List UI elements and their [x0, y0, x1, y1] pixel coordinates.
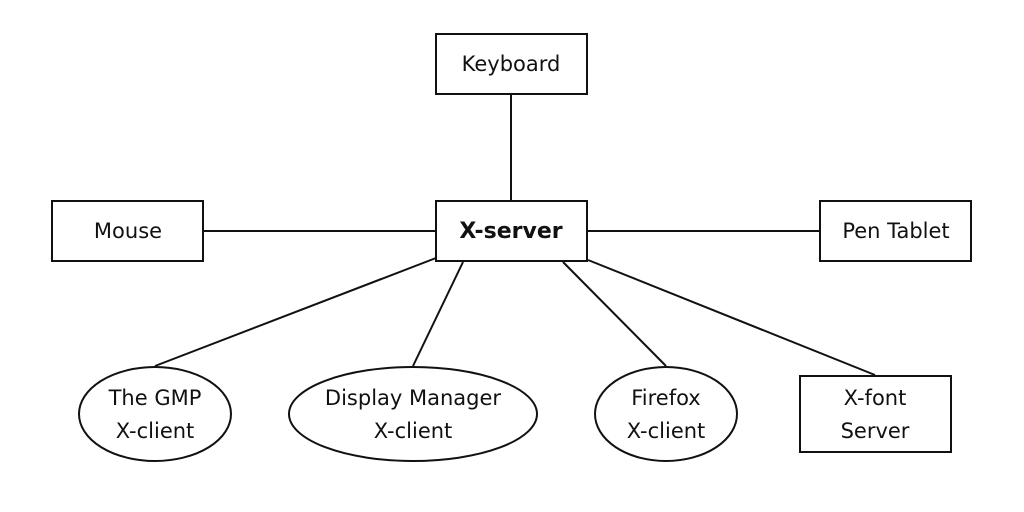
keyboard-node: Keyboard: [435, 33, 588, 95]
pen-tablet-node: Pen Tablet: [819, 200, 972, 262]
xfont-server-label-line2: Server: [841, 419, 910, 443]
display-manager-client-node: Display Manager X-client: [288, 366, 538, 462]
keyboard-box: [435, 33, 588, 95]
xfont-server-node: X-font Server: [799, 375, 952, 453]
mouse-box: [51, 200, 204, 262]
gmp-client-ellipse: [78, 366, 232, 462]
firefox-client-node: Firefox X-client: [594, 366, 738, 462]
display-manager-client-label-line2: X-client: [374, 419, 453, 443]
firefox-client-ellipse: [594, 366, 738, 462]
pen-tablet-box: [819, 200, 972, 262]
gmp-client-label-line1: The GMP: [108, 386, 202, 410]
gmp-client-node: The GMP X-client: [78, 366, 232, 462]
pen-tablet-label: Pen Tablet: [842, 219, 949, 243]
edge-xserver-xfont-server: [587, 259, 876, 376]
gmp-client-label-line2: X-client: [116, 419, 195, 443]
edges: [154, 94, 876, 376]
edge-xserver-display-manager-client: [412, 261, 464, 367]
xfont-server-label-line1: X-font: [844, 386, 907, 410]
firefox-client-label-line2: X-client: [627, 419, 706, 443]
display-manager-client-ellipse: [288, 366, 538, 462]
firefox-client-label-line1: Firefox: [631, 386, 701, 410]
edge-xserver-firefox-client: [562, 261, 667, 367]
mouse-node: Mouse: [51, 200, 204, 262]
display-manager-client-label-line1: Display Manager: [325, 386, 501, 410]
xserver-label: X-server: [459, 219, 562, 244]
xserver-box: [435, 200, 588, 262]
mouse-label: Mouse: [94, 219, 162, 243]
xfont-server-box: [799, 375, 952, 453]
xserver-node: X-server: [435, 200, 588, 262]
edge-xserver-gmp-client: [154, 257, 437, 367]
keyboard-label: Keyboard: [462, 52, 561, 76]
